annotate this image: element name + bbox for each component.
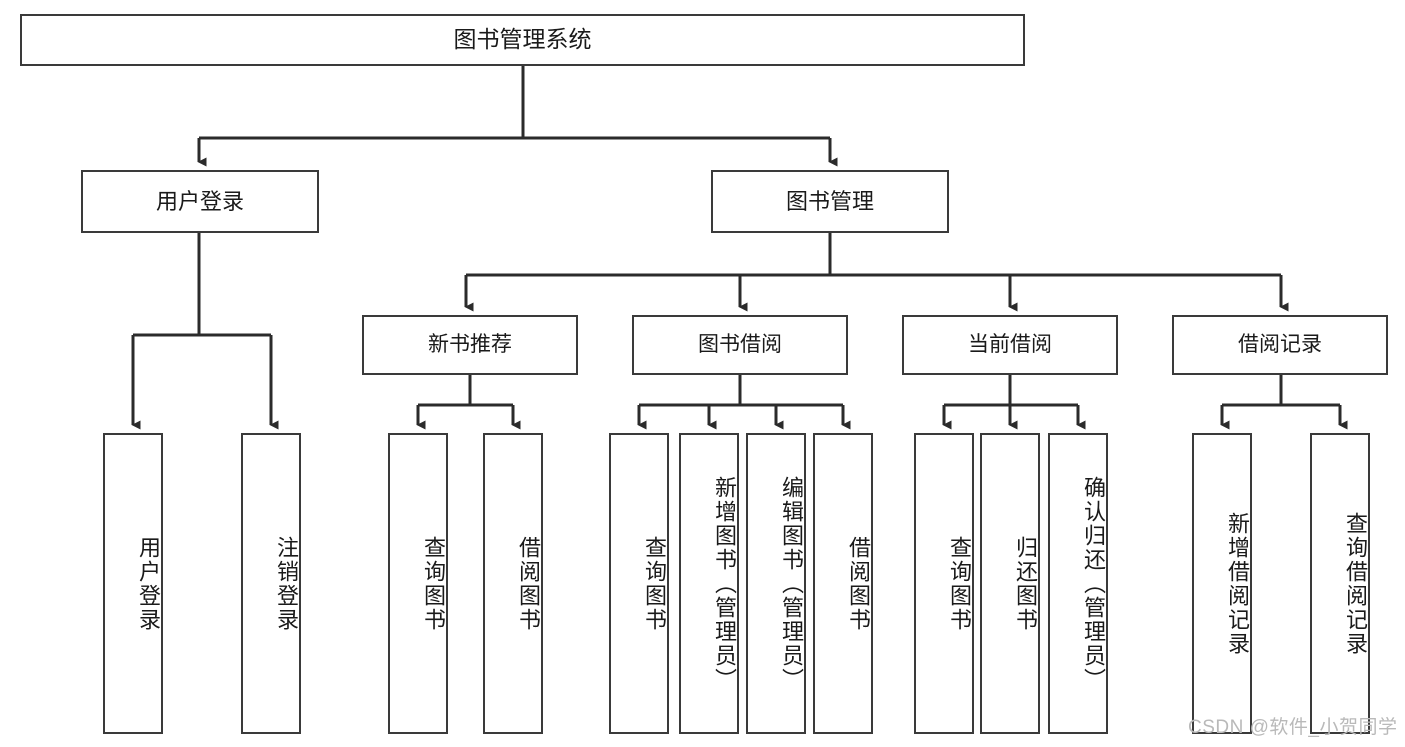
node-book-management[interactable]: 图书管理 (711, 170, 949, 233)
leaf-user-login-login[interactable]: 用户登录 (103, 433, 163, 734)
node-borrow-record[interactable]: 借阅记录 (1172, 315, 1388, 375)
csdn-watermark: CSDN @软件_小贺同学 (1188, 717, 1398, 738)
node-label: 查询图书 (421, 535, 446, 632)
leaf-user-login-logout[interactable]: 注销登录 (241, 433, 301, 734)
leaf-new-book-borrow-book[interactable]: 借阅图书 (483, 433, 543, 734)
leaf-book-borrow-borrow-book[interactable]: 借阅图书 (813, 433, 873, 734)
node-label: 新增图书（管理员） (712, 475, 737, 692)
node-label: 图书管理系统 (453, 26, 592, 53)
leaf-book-borrow-edit-book-admin[interactable]: 编辑图书（管理员） (746, 433, 806, 734)
node-label: 查询图书 (642, 535, 667, 632)
node-label: 查询图书 (947, 535, 972, 632)
node-label: 确认归还（管理员） (1081, 475, 1106, 692)
node-book-borrow[interactable]: 图书借阅 (632, 315, 848, 375)
node-user-login[interactable]: 用户登录 (81, 170, 319, 233)
node-new-book-recommend[interactable]: 新书推荐 (362, 315, 578, 375)
node-root-book-management-system[interactable]: 图书管理系统 (20, 14, 1025, 66)
node-label: 归还图书 (1013, 535, 1038, 632)
leaf-borrow-record-add-record[interactable]: 新增借阅记录 (1192, 433, 1252, 734)
leaf-current-borrow-return-book[interactable]: 归还图书 (980, 433, 1040, 734)
node-label: 借阅图书 (516, 535, 541, 632)
node-label: 借阅图书 (846, 535, 871, 632)
node-label: 借阅记录 (1238, 332, 1322, 356)
leaf-new-book-query-book[interactable]: 查询图书 (388, 433, 448, 734)
node-label: 用户登录 (155, 188, 244, 214)
leaf-current-borrow-query-book[interactable]: 查询图书 (914, 433, 974, 734)
node-label: 新书推荐 (428, 332, 512, 356)
node-label: 图书借阅 (698, 332, 782, 356)
node-current-borrow[interactable]: 当前借阅 (902, 315, 1118, 375)
leaf-book-borrow-query-book[interactable]: 查询图书 (609, 433, 669, 734)
node-label: 编辑图书（管理员） (779, 475, 804, 692)
node-label: 注销登录 (274, 535, 299, 632)
node-label: 图书管理 (785, 188, 874, 214)
leaf-current-borrow-confirm-return-admin[interactable]: 确认归还（管理员） (1048, 433, 1108, 734)
node-label: 查询借阅记录 (1343, 511, 1368, 656)
leaf-book-borrow-add-book-admin[interactable]: 新增图书（管理员） (679, 433, 739, 734)
node-label: 新增借阅记录 (1225, 511, 1250, 656)
node-label: 当前借阅 (968, 332, 1052, 356)
leaf-borrow-record-query-record[interactable]: 查询借阅记录 (1310, 433, 1370, 734)
node-label: 用户登录 (136, 535, 161, 632)
